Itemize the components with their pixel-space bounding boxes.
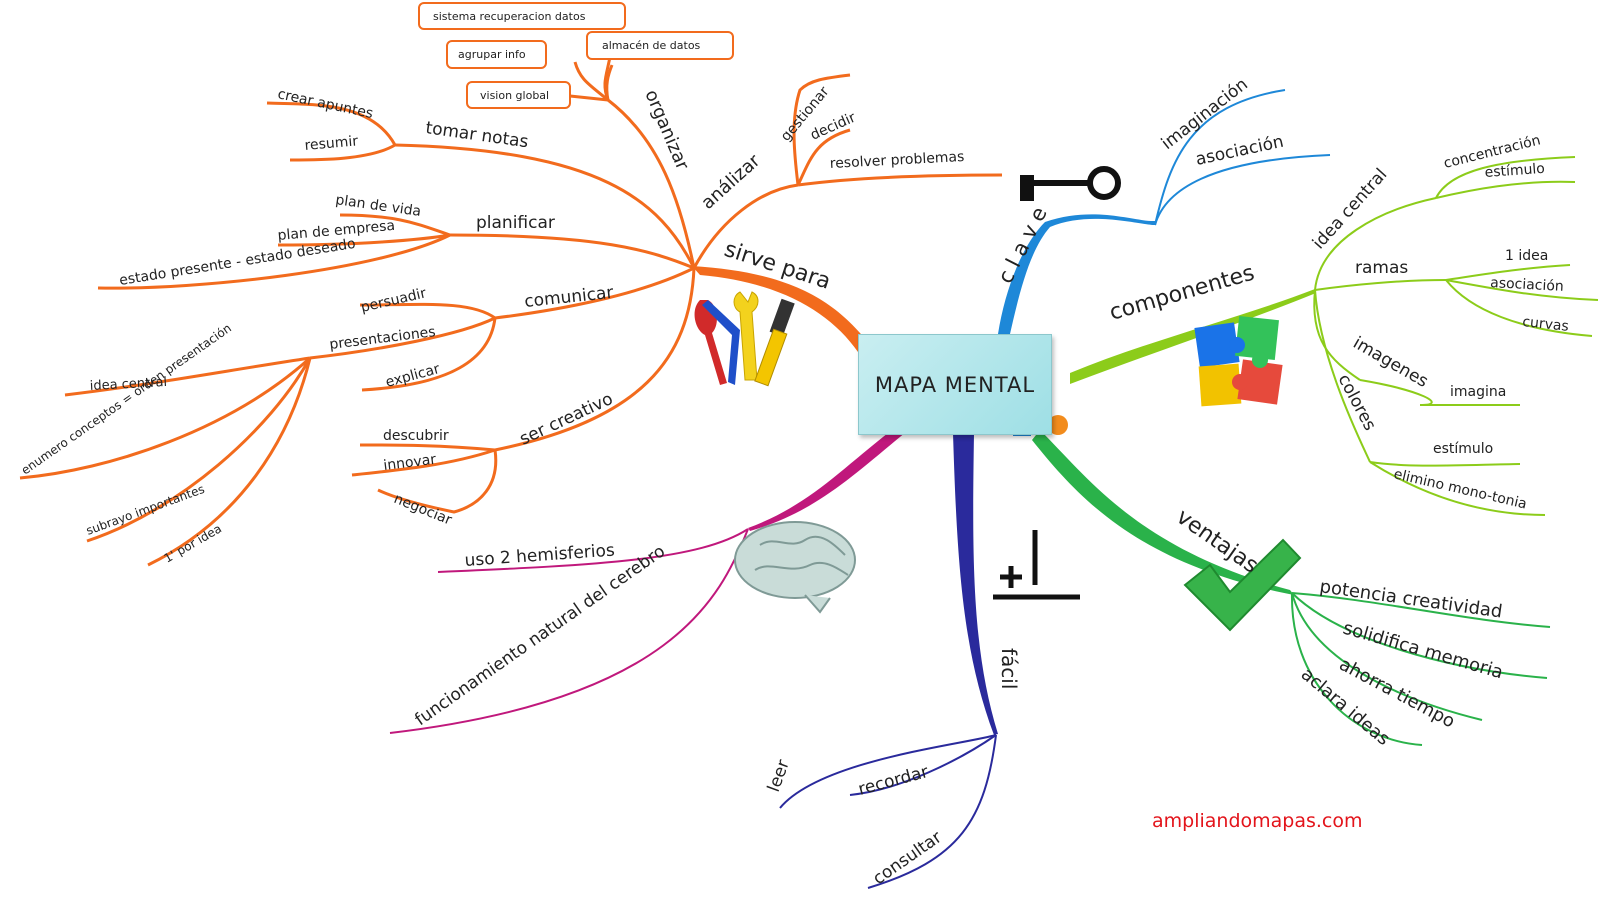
label-idea-central: idea central xyxy=(1309,165,1392,254)
green-sub-branches xyxy=(1290,592,1551,746)
central-node: MAPA MENTAL xyxy=(858,334,1052,435)
text-resumir: resumir xyxy=(304,133,359,154)
text-vision-global: vision global xyxy=(480,89,549,102)
text-agrupar-info: agrupar info xyxy=(458,48,526,61)
label-ramas: ramas xyxy=(1355,258,1408,278)
text-potencia-creatividad: potencia creatividad xyxy=(1318,576,1503,622)
label-colores: colores xyxy=(1334,371,1380,434)
key-icon xyxy=(1020,166,1121,201)
branch-sirve-para xyxy=(692,266,870,352)
blue-sub-branches xyxy=(1154,89,1331,226)
label-facil: fácil xyxy=(997,648,1021,689)
orange-sub-branches xyxy=(19,41,1003,567)
text-leer: leer xyxy=(764,757,794,795)
text-enumero-conceptos: enumero conceptos = orden presentación xyxy=(19,321,234,478)
text-imagina: imagina xyxy=(1450,384,1506,400)
text-elimino-mono-tonia: elimino mono-tonia xyxy=(1392,466,1528,512)
text-idea-central-pres: idea central xyxy=(89,375,167,394)
branch-facil xyxy=(953,433,998,735)
label-organizar: organizar xyxy=(640,87,693,174)
box-sistema-recuperacion xyxy=(418,2,626,30)
text-sistema-recuperacion: sistema recuperacion datos xyxy=(433,10,586,23)
text-curvas: curvas xyxy=(1522,314,1570,335)
text-1-idea: 1 idea xyxy=(1505,248,1548,264)
navy-sub-branches xyxy=(779,734,997,889)
plus-minus-icon xyxy=(993,530,1080,600)
watermark-text[interactable]: ampliandomapas.com xyxy=(1152,810,1363,832)
text-1-por-idea: 1' por idea xyxy=(162,521,225,565)
label-ser-creativo: ser creativo xyxy=(517,389,616,450)
text-persuadir: persuadir xyxy=(359,285,428,316)
text-funcionamiento-natural: funcionamiento natural del cerebro xyxy=(411,541,669,730)
text-asociacion: asociación xyxy=(1194,132,1286,170)
label-planificar: planificar xyxy=(476,213,555,233)
puzzle-icon xyxy=(1194,316,1283,407)
text-estimulo-2: estímulo xyxy=(1433,441,1493,457)
text-subrayo-importantes: subrayo importantes xyxy=(84,482,206,538)
check-icon xyxy=(1183,538,1302,632)
text-innovar: innovar xyxy=(383,452,438,474)
text-asociacion-2: asociación xyxy=(1490,275,1564,295)
text-recordar: recordar xyxy=(856,762,930,800)
branch-hemisferios xyxy=(748,430,906,531)
text-crear-apuntes: crear apuntes xyxy=(276,86,374,122)
text-almacen-datos: almacén de datos xyxy=(602,39,701,52)
text-descubrir: descubrir xyxy=(383,428,449,444)
text-estimulo-1: estímulo xyxy=(1484,161,1545,181)
box-agrupar-info xyxy=(446,40,547,69)
box-vision-global xyxy=(466,81,571,109)
label-componentes: componentes xyxy=(1107,261,1258,326)
text-explicar: explicar xyxy=(384,361,442,391)
branch-clave xyxy=(998,214,1155,334)
box-almacen-datos xyxy=(586,31,734,60)
organizar-boxes xyxy=(418,2,734,109)
brain-icon xyxy=(734,521,856,614)
label-analizar: análizar xyxy=(697,150,765,214)
tools-icon xyxy=(694,291,795,387)
label-imagenes: imagenes xyxy=(1350,333,1432,392)
text-decidir: decidir xyxy=(808,110,858,144)
text-negociar: negociar xyxy=(392,491,455,529)
lime-sub-branches xyxy=(1313,156,1599,516)
text-resolver-problemas: resolver problemas xyxy=(829,149,964,172)
branch-componentes xyxy=(1070,289,1316,384)
main-branches xyxy=(692,214,1316,735)
